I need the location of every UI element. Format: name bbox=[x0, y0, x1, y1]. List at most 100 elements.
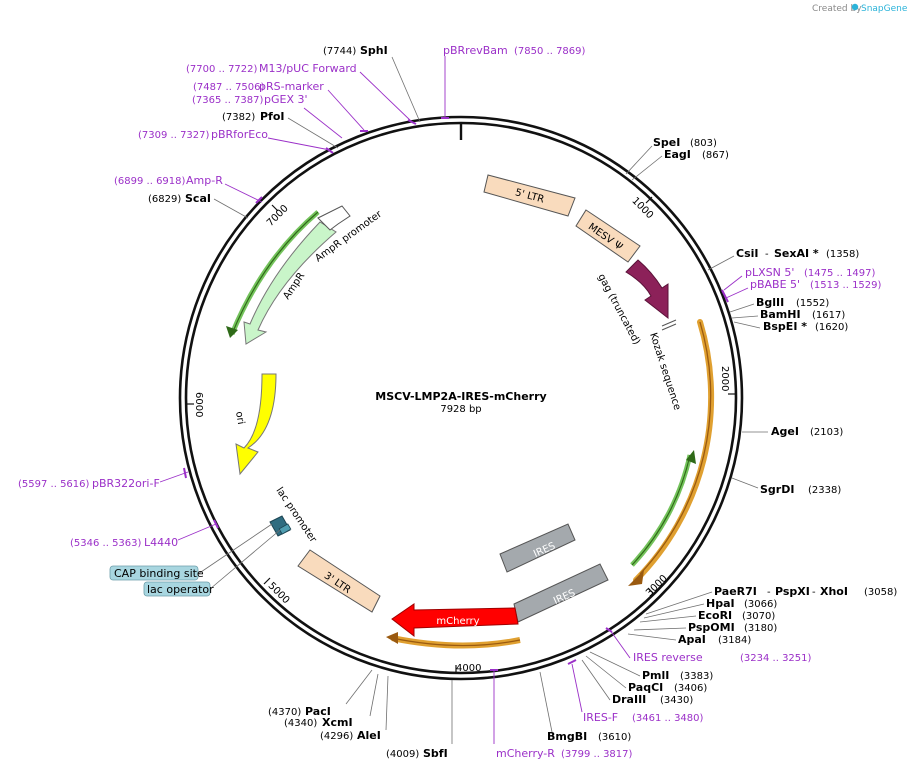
lead-pmli bbox=[589, 651, 641, 677]
enzyme-sbfi[interactable]: SbfI bbox=[423, 747, 448, 760]
tick-mark-3000 bbox=[647, 587, 655, 595]
enzyme-agei[interactable]: AgeI bbox=[771, 425, 799, 438]
backbone-inner-strand bbox=[184, 121, 738, 675]
lead-lacop bbox=[209, 529, 281, 590]
tag-cap-bg[interactable] bbox=[109, 565, 199, 581]
lead-paqci bbox=[585, 655, 627, 689]
primer-iresrev-range: (3234 .. 3251) bbox=[740, 653, 812, 664]
enzyme-pspxi[interactable]: PspXI bbox=[775, 585, 810, 598]
enzyme-eagi[interactable]: EagI bbox=[664, 148, 691, 161]
lead-pfoi bbox=[287, 117, 339, 149]
enzyme-csii[interactable]: CsiI bbox=[736, 247, 758, 260]
hpai-pos: (3066) bbox=[744, 599, 777, 610]
primer-ampr[interactable]: Amp-R bbox=[186, 174, 223, 187]
lead-bglii bbox=[729, 303, 755, 313]
bamhi-pos: (1617) bbox=[812, 310, 845, 321]
bspei-pos: (1620) bbox=[815, 322, 848, 333]
enzyme-paqci[interactable]: PaqCI bbox=[628, 681, 663, 694]
primer-plxsn[interactable]: pLXSN 5' bbox=[745, 266, 794, 279]
bglii-pos: (1552) bbox=[796, 298, 829, 309]
enzyme-bspei[interactable]: BspEI * bbox=[763, 320, 807, 333]
tag-lacop-bg[interactable] bbox=[143, 581, 211, 597]
feature-mesv-psi[interactable]: MESV Ψ bbox=[575, 209, 641, 263]
enzyme-bglii[interactable]: BglII bbox=[756, 296, 784, 309]
primer-pbrforeco-range: (7309 .. 7327) bbox=[138, 130, 210, 141]
feature-mcherry[interactable]: mCherry bbox=[391, 603, 519, 638]
apai-pos: (3184) bbox=[718, 635, 751, 646]
primer-m13-range: (7700 .. 7722) bbox=[186, 64, 258, 75]
primer-pbr322ori-range: (5597 .. 5616) bbox=[18, 479, 90, 490]
enzyme-paer7i[interactable]: PaeR7I bbox=[714, 585, 757, 598]
primer-mark-m13 bbox=[407, 119, 417, 125]
feature-ori[interactable]: ori bbox=[233, 373, 277, 476]
label-lac-promoter: lac promoter bbox=[274, 486, 319, 546]
enzyme-apai[interactable]: ApaI bbox=[678, 633, 706, 646]
enzyme-sphi[interactable]: SphI bbox=[360, 44, 388, 57]
primer-iresrev[interactable]: IRES reverse bbox=[633, 651, 703, 664]
lead-pbabe bbox=[725, 287, 749, 299]
enzyme-hpai[interactable]: HpaI bbox=[706, 597, 735, 610]
orf-lmp2a-line bbox=[639, 321, 712, 575]
enzyme-bmgbi[interactable]: BmgBI bbox=[547, 730, 587, 743]
primer-m13[interactable]: M13/pUC Forward bbox=[259, 62, 357, 75]
enzyme-pfoi[interactable]: PfoI bbox=[260, 110, 285, 123]
lead-xcmi bbox=[369, 673, 379, 717]
lead-pspomi bbox=[633, 627, 687, 631]
plasmid-name: MSCV-LMP2A-IRES-mCherry bbox=[375, 390, 546, 403]
scai-pos: (6829) bbox=[148, 194, 181, 205]
feature-lac-promoter[interactable]: lac promoter bbox=[269, 486, 319, 546]
lead-spei bbox=[625, 145, 653, 175]
enzyme-ecori[interactable]: EcoRI bbox=[698, 609, 732, 622]
credit-prefix: Created by bbox=[812, 4, 862, 14]
enzyme-sgrdi[interactable]: SgrDI bbox=[760, 483, 794, 496]
enzyme-spei[interactable]: SpeI bbox=[653, 136, 680, 149]
enzyme-scai[interactable]: ScaI bbox=[185, 192, 211, 205]
lead-cap bbox=[197, 523, 273, 575]
lead-m13 bbox=[359, 71, 413, 123]
orf-lmp2a-highlight[interactable] bbox=[633, 319, 715, 583]
feature-kozak[interactable]: Kozak sequence bbox=[647, 319, 683, 412]
lead-plxsn bbox=[723, 275, 743, 291]
enzyme-bamhi[interactable]: BamHI bbox=[760, 308, 801, 321]
orf-ampr-highlight[interactable] bbox=[229, 210, 320, 335]
feature-5-ltr[interactable]: 5' LTR bbox=[483, 174, 576, 217]
feature-ires-outer[interactable]: IRES bbox=[513, 563, 609, 623]
primer-mcherryr[interactable]: mCherry-R bbox=[496, 747, 555, 760]
lead-pbrforeco bbox=[267, 137, 331, 151]
primer-mark-plxsn-pbabe bbox=[721, 289, 729, 303]
paer7i-sep2: - bbox=[812, 587, 816, 598]
enzyme-draiii[interactable]: DraIII bbox=[612, 693, 646, 706]
primer-mark-pbr322ori bbox=[183, 467, 187, 479]
tick-label-7000: 7000 bbox=[265, 203, 291, 229]
primer-pbabe-range: (1513 .. 1529) bbox=[810, 280, 882, 291]
enzyme-pmli[interactable]: PmlI bbox=[642, 669, 669, 682]
primer-prs[interactable]: pRS-marker bbox=[259, 80, 324, 93]
primer-mark-pbrforeco bbox=[325, 147, 334, 154]
feature-3-ltr[interactable]: 3' LTR bbox=[297, 549, 381, 613]
lead-pgex bbox=[303, 107, 343, 139]
primer-pgex[interactable]: pGEX 3' bbox=[264, 93, 308, 106]
primer-pbrforeco[interactable]: pBRforEco bbox=[211, 128, 268, 141]
xcmi-pos: (4340) bbox=[284, 718, 317, 729]
primer-pbabe[interactable]: pBABE 5' bbox=[750, 278, 800, 291]
enzyme-sexai[interactable]: SexAI * bbox=[774, 247, 819, 260]
primer-mark-iresf bbox=[567, 659, 577, 665]
tick-label-4000: 4000 bbox=[456, 663, 481, 674]
enzyme-xcmi[interactable]: XcmI bbox=[322, 716, 353, 729]
tag-lac-operator: lac operator bbox=[147, 583, 214, 596]
orf-green-inner-arrowhead bbox=[686, 450, 696, 464]
primer-l4440[interactable]: L4440 bbox=[144, 536, 178, 549]
sgrdi-pos: (2338) bbox=[808, 485, 841, 496]
primer-iresf[interactable]: IRES-F bbox=[583, 711, 618, 724]
primer-pbr322ori[interactable]: pBR322ori-F bbox=[92, 477, 160, 490]
feature-ires-inner[interactable]: IRES bbox=[499, 523, 576, 573]
enzyme-alei[interactable]: AleI bbox=[357, 729, 381, 742]
enzyme-pspomi[interactable]: PspOMI bbox=[688, 621, 735, 634]
lead-hpai bbox=[643, 603, 705, 619]
sphi-pos: (7744) bbox=[323, 46, 356, 57]
primer-pbrrevbam[interactable]: pBRrevBam bbox=[443, 44, 508, 57]
enzyme-paci[interactable]: PacI bbox=[305, 705, 331, 718]
lead-csii bbox=[707, 255, 735, 271]
enzyme-xhoi[interactable]: XhoI bbox=[820, 585, 848, 598]
